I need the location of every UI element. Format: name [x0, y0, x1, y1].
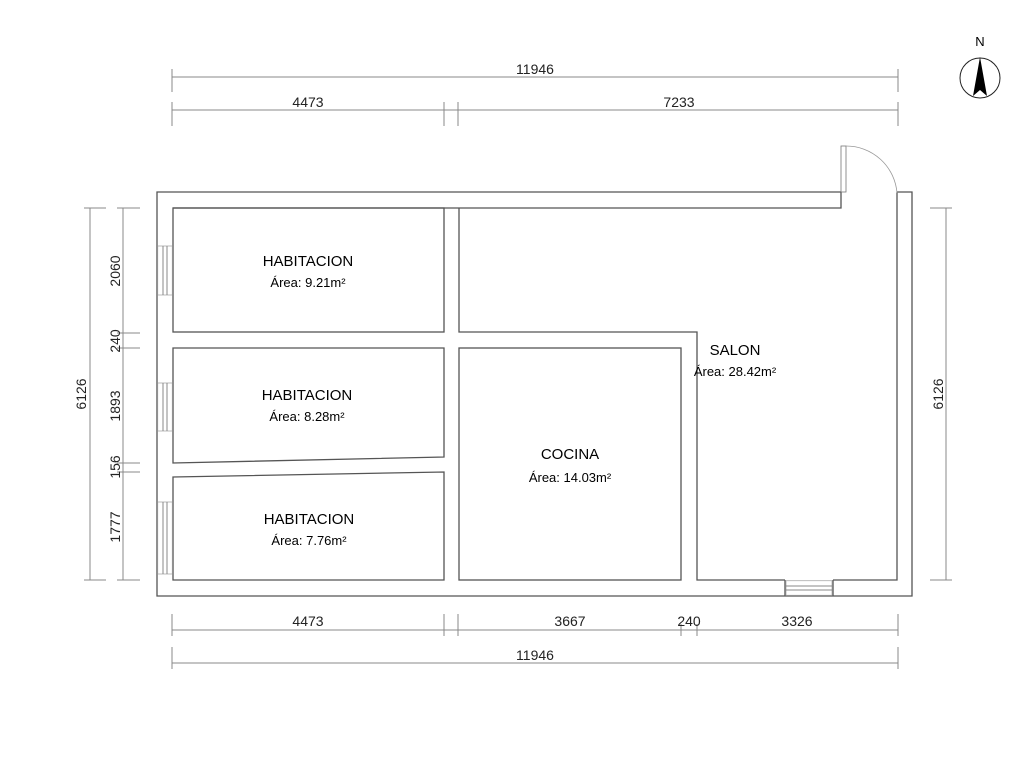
north-arrow-icon: N: [959, 34, 1001, 99]
window-habitacion-1: [157, 245, 173, 296]
dim-bottom-segment: 3326: [781, 613, 812, 629]
room-labels: HABITACION Área: 9.21m² HABITACION Área:…: [262, 253, 777, 548]
dim-top-total: 11946: [516, 61, 554, 77]
dim-bottom-segment: 3667: [554, 613, 585, 629]
walls: [156, 191, 913, 597]
window-habitacion-2: [157, 382, 173, 432]
dim-right-total: 6126: [930, 378, 946, 409]
room-outline-habitacion-3: [172, 471, 445, 581]
room-area: Área: 14.03m²: [529, 470, 612, 485]
dim-left-segment: 2060: [107, 255, 123, 286]
room-area: Área: 7.76m²: [271, 533, 347, 548]
room-area: Área: 28.42m²: [694, 364, 777, 379]
dim-left-segment: 156: [107, 455, 123, 479]
dim-left-segment: 1893: [107, 390, 123, 421]
room-area: Área: 9.21m²: [270, 275, 346, 290]
room-outline-cocina: [458, 347, 682, 581]
room-outline-habitacion-2: [172, 347, 445, 464]
window-habitacion-3: [157, 501, 173, 575]
north-label: N: [975, 34, 984, 49]
windows: [157, 245, 833, 596]
dim-bottom-total: 11946: [516, 647, 554, 663]
dimension-lines: [84, 69, 952, 669]
room-name: HABITACION: [262, 387, 353, 404]
room-name: HABITACION: [264, 511, 355, 528]
room-area: Área: 8.28m²: [269, 409, 345, 424]
dim-top-segment: 7233: [663, 94, 694, 110]
room-outline-habitacion-1: [172, 207, 445, 333]
dim-top-segment: 4473: [292, 94, 323, 110]
dim-bottom-segment: 240: [677, 613, 701, 629]
dim-left-segment: 240: [107, 329, 123, 353]
room-name: HABITACION: [263, 253, 354, 270]
dim-left-total: 6126: [73, 378, 89, 409]
dim-left-segment: 1777: [107, 511, 123, 542]
entry-door: [840, 145, 898, 194]
dim-bottom-segment: 4473: [292, 613, 323, 629]
room-name: SALON: [710, 342, 761, 359]
room-name: COCINA: [541, 446, 599, 463]
dimension-labels: 11946 4473 7233 4473 3667 240 3326 11946…: [73, 61, 946, 663]
window-salon: [785, 580, 833, 596]
